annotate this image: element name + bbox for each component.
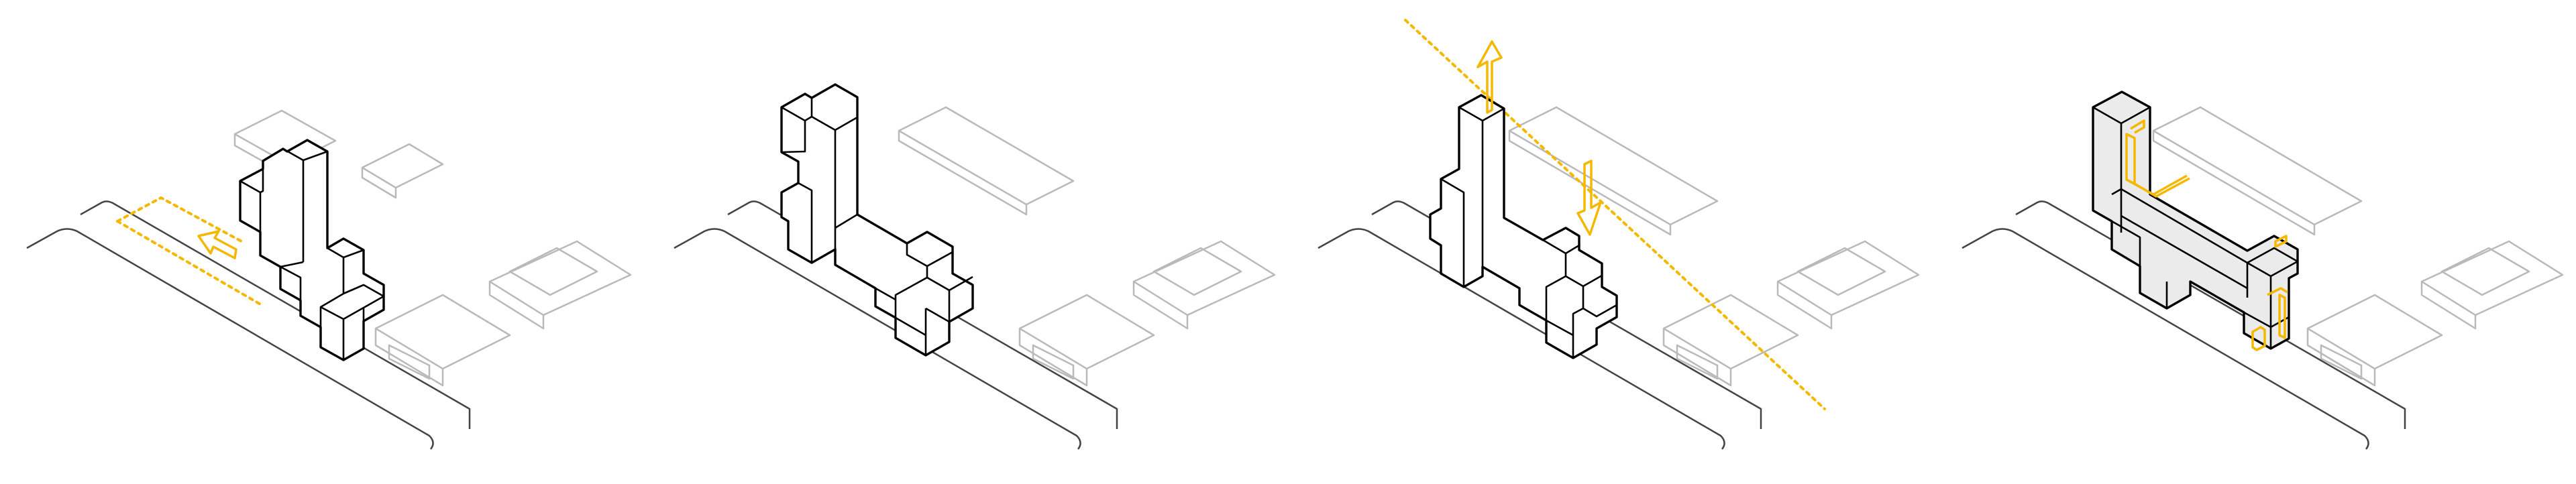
circulation-core-tower xyxy=(2125,119,2190,198)
context-buildings xyxy=(1508,106,1920,387)
sun-path-dotted-line xyxy=(1404,19,1826,410)
lower-arrow xyxy=(1576,160,1602,236)
context-buildings xyxy=(898,106,1276,387)
panel-step-4 xyxy=(1932,0,2576,481)
road-outline xyxy=(1318,200,1762,450)
road-outline xyxy=(26,200,471,450)
panel-3-drawing xyxy=(1318,19,1920,450)
panel-1-drawing xyxy=(26,109,632,450)
panel-step-2 xyxy=(644,0,1288,481)
circulation-core-east xyxy=(2267,235,2288,339)
offset-arrow xyxy=(197,230,237,259)
road-outline xyxy=(674,200,1118,450)
building-mass xyxy=(780,83,974,357)
building-mass xyxy=(2092,90,2299,350)
circulation-core-entry xyxy=(2251,326,2266,351)
road-outline xyxy=(1962,200,2406,450)
panel-step-3 xyxy=(1288,0,1932,481)
panel-step-1 xyxy=(0,0,644,481)
building-mass xyxy=(239,139,385,361)
context-buildings xyxy=(2152,106,2564,387)
raise-arrow xyxy=(1477,40,1503,114)
panel-4-drawing xyxy=(1962,90,2564,450)
panel-2-drawing xyxy=(674,83,1276,450)
building-mass xyxy=(1429,94,1618,359)
setback-dotted-outline xyxy=(116,196,263,306)
